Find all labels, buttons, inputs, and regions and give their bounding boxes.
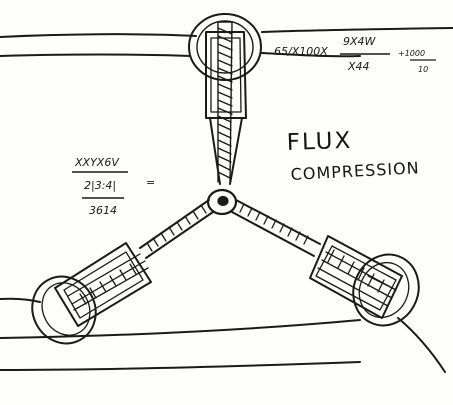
top-eq-plus-bottom: 10: [418, 65, 428, 74]
right-rod-hatch: [239, 203, 309, 245]
right-cap-outer: [352, 253, 420, 327]
top-cap-inner: [196, 20, 254, 74]
title-line2: COMPRESSION: [290, 158, 420, 184]
top-housing-inner: [210, 37, 242, 113]
left-cap-inner: [41, 282, 91, 336]
top-edge-line-lower: [0, 53, 191, 57]
right-housing-inner: [315, 245, 397, 311]
left-edge-line: [0, 297, 41, 303]
right-edge-line-upper: [261, 27, 453, 33]
top-eq-fraction-bottom: X44: [347, 60, 370, 73]
right-rod-lower: [231, 211, 315, 257]
left-coil: [67, 253, 149, 311]
right-cap-hatch: [365, 275, 397, 299]
left-eq-equals: =: [146, 176, 155, 189]
top-coil: [217, 21, 233, 183]
title-block: FLUX COMPRESSION: [286, 128, 420, 184]
left-rod-upper: [139, 199, 210, 249]
top-eq-numerator: 65/X100X: [274, 45, 328, 58]
top-cap-outer: [188, 13, 262, 81]
title-line1: FLUX: [286, 128, 352, 156]
hub-dot: [217, 195, 229, 207]
right-cap-inner: [358, 261, 410, 319]
top-eq-plus-top: +1000: [398, 49, 425, 58]
top-edge-line-upper: [0, 33, 197, 38]
right-rod-upper: [235, 199, 321, 245]
left-eq-line3: 3614: [89, 204, 117, 217]
left-rod-lower: [145, 211, 214, 259]
bottom-edge-line-lower: [0, 361, 361, 371]
left-arm: [31, 199, 214, 345]
right-arm: [231, 199, 420, 327]
bottom-edge-line-right: [397, 317, 446, 373]
left-housing: [54, 242, 152, 327]
left-eq-line1: XXYX6V: [74, 156, 120, 169]
left-cap-outer: [31, 275, 97, 345]
center-hub: [206, 188, 238, 216]
left-eq-line2: 2|3:4|: [84, 179, 116, 192]
left-housing-inner: [63, 251, 144, 319]
right-edge-line-lower: [261, 52, 361, 58]
top-taper: [209, 117, 243, 185]
top-equation: 65/X100X 9X4W X44 +1000 10: [274, 35, 436, 74]
top-arm: [188, 13, 262, 185]
left-rod-hatch: [146, 204, 207, 252]
top-eq-fraction-top: 9X4W: [343, 35, 377, 48]
left-equation: XXYX6V 2|3:4| = 3614: [72, 156, 155, 217]
